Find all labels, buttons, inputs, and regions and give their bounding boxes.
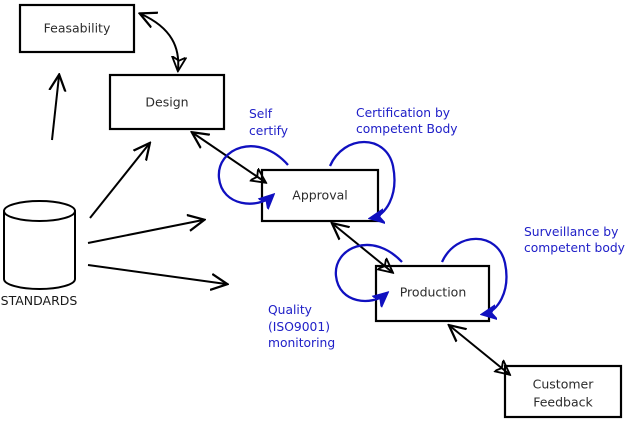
annotation-quality-line2: (ISO9001) (268, 320, 330, 334)
node-feasability[interactable]: Feasability (18, 3, 136, 54)
node-design[interactable]: Design (108, 73, 226, 131)
node-approval[interactable]: Approval (260, 168, 380, 223)
loop-quality-monitoring-arc[interactable] (334, 243, 403, 301)
node-customer-feedback-box[interactable] (503, 364, 623, 419)
annotation-quality-monitoring: Quality (ISO9001) monitoring (268, 303, 335, 350)
annotation-self-certify-line1: Self (249, 107, 273, 121)
cylinder-top[interactable] (3, 200, 76, 222)
datastore-standards[interactable]: STANDARDS (1, 200, 78, 308)
node-customer-feedback-label-line1: Customer (533, 377, 595, 392)
node-design-label: Design (145, 95, 188, 110)
node-feasability-label: Feasability (44, 21, 111, 36)
annotation-surveillance-line2: competent body (524, 241, 625, 255)
node-design-box[interactable] (108, 73, 226, 131)
node-production-box[interactable] (374, 264, 491, 323)
node-approval-box[interactable] (260, 168, 380, 223)
edge-production-customer-feedback[interactable] (450, 326, 509, 374)
node-customer-feedback[interactable]: Customer Feedback (503, 364, 623, 419)
node-production[interactable]: Production (374, 264, 491, 323)
annotation-quality-line1: Quality (268, 303, 312, 317)
edge-standards-production[interactable] (87, 264, 226, 284)
datastore-standards-label: STANDARDS (1, 293, 78, 308)
annotation-certification: Certification by competent Body (356, 106, 458, 136)
node-feasability-box[interactable] (18, 3, 136, 54)
annotation-surveillance-line1: Surveillance by (524, 225, 618, 239)
annotation-quality-line3: monitoring (268, 336, 335, 350)
annotation-certification-line1: Certification by (356, 106, 450, 120)
cylinder-body[interactable] (3, 211, 76, 290)
edge-feasability-design[interactable] (141, 14, 178, 70)
edge-design-approval[interactable] (193, 133, 265, 182)
edge-standards-feasability[interactable] (52, 76, 59, 141)
annotation-self-certify: Self certify (249, 107, 288, 138)
node-customer-feedback-label-line2: Feedback (533, 395, 593, 410)
edge-approval-production[interactable] (333, 224, 392, 272)
edge-standards-design[interactable] (89, 144, 149, 219)
loop-certification-arc[interactable] (328, 141, 396, 218)
node-production-label: Production (400, 285, 467, 300)
node-approval-label: Approval (292, 188, 347, 203)
annotation-self-certify-line2: certify (249, 124, 288, 138)
loop-self-certify-arc[interactable] (217, 145, 289, 203)
annotation-surveillance: Surveillance by competent body (524, 225, 625, 255)
edge-standards-approval[interactable] (87, 220, 203, 244)
loop-surveillance-arc[interactable] (440, 237, 508, 314)
annotation-certification-line2: competent Body (356, 122, 458, 136)
